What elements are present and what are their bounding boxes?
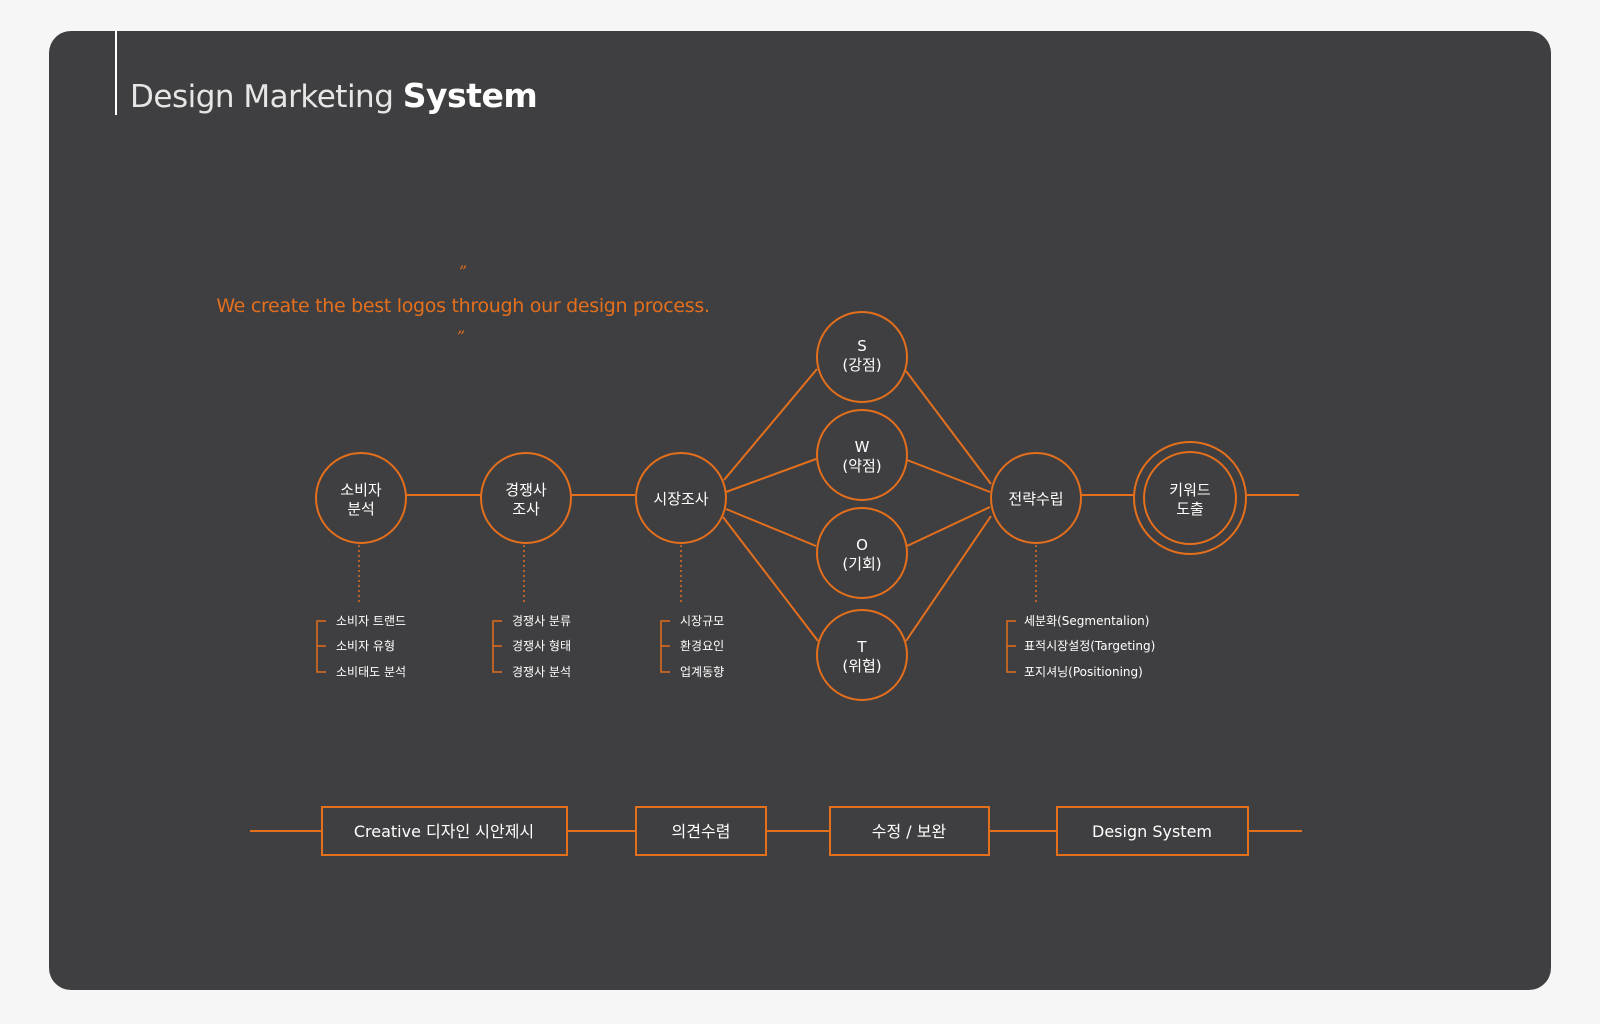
tagline-close-quote: ” (457, 327, 465, 346)
node-competitor-label-1: 경쟁사 (505, 481, 547, 499)
node-s-circle (816, 311, 908, 403)
pipeline-box-revision (829, 806, 990, 856)
node-keyword-label-2: 도출 (1176, 500, 1204, 518)
node-o-label-2: (기회) (842, 555, 881, 573)
pipeline-box-feedback (635, 806, 767, 856)
node-w-circle (816, 409, 908, 501)
node-strategy-label: 전략수립 (1008, 490, 1063, 508)
detail-market-3: 업계동향 (680, 665, 724, 679)
detail-strategy-3: 포지셔닝(Positioning) (1024, 665, 1143, 679)
node-o-circle (816, 507, 908, 599)
node-t-label-1: T (856, 638, 867, 656)
title-accent-bar (115, 31, 117, 115)
page-title: Design Marketing System (130, 76, 538, 115)
detail-strategy-2: 표적시장설정(Targeting) (1024, 639, 1155, 653)
detail-strategy-1: 세분화(Segmentalion) (1024, 614, 1149, 628)
detail-competitor-3: 경쟁사 분석 (512, 665, 571, 679)
node-competitor-circle (480, 452, 572, 544)
node-consumer-circle (315, 452, 407, 544)
node-strategy-circle (990, 452, 1082, 544)
pipeline-box-system (1056, 806, 1249, 856)
node-consumer-label-2: 분석 (347, 500, 375, 518)
connector-w-strategy (906, 459, 991, 493)
connector-market-o (725, 508, 817, 547)
detail-consumer-1: 소비자 트랜드 (336, 614, 406, 628)
node-w-label-1: W (855, 438, 870, 456)
bracket-competitor (492, 620, 502, 673)
node-market-label: 시장조사 (653, 490, 708, 508)
bracket-strategy (1006, 620, 1016, 673)
node-keyword-inner-circle (1143, 451, 1237, 545)
node-consumer-label-1: 소비자 (340, 481, 382, 499)
node-s-label-2: (강점) (842, 356, 881, 374)
pipeline-label-system: Design System (1092, 822, 1212, 841)
node-t-label-2: (위협) (842, 657, 881, 675)
connector-market-w (725, 458, 817, 493)
connector-t-strategy (905, 515, 992, 642)
bracket-market (660, 620, 670, 673)
detail-consumer-2: 소비자 유형 (336, 639, 395, 653)
node-keyword-outer-circle (1133, 441, 1247, 555)
connector-s-strategy (905, 370, 992, 485)
detail-competitor-2: 경쟁사 형태 (512, 639, 571, 653)
tagline-text: We create the best logos through our des… (216, 295, 709, 317)
tagline-open-quote: ” (459, 262, 467, 281)
node-o-label-1: O (856, 536, 868, 554)
node-competitor-label-2: 조사 (512, 500, 540, 518)
node-s-label-1: S (857, 337, 867, 355)
detail-competitor-1: 경쟁사 분류 (512, 614, 571, 628)
pipeline-box-creative (321, 806, 568, 856)
detail-consumer-3: 소비태도 분석 (336, 665, 406, 679)
bracket-consumer (316, 620, 326, 673)
page-title-bold: System (402, 76, 538, 115)
node-w-label-2: (약점) (842, 457, 881, 475)
pipeline-label-creative: Creative 디자인 시안제시 (354, 822, 534, 841)
page-title-light: Design Marketing (130, 79, 394, 115)
pipeline-label-revision: 수정 / 보완 (872, 822, 947, 841)
node-t-circle (816, 609, 908, 701)
detail-market-1: 시장규모 (680, 614, 724, 628)
detail-market-2: 환경요인 (680, 639, 724, 653)
node-market-circle (635, 452, 727, 544)
connector-market-t (722, 516, 819, 642)
node-keyword-label-1: 키워드 (1169, 481, 1211, 499)
connector-market-s (723, 368, 818, 481)
connector-o-strategy (906, 506, 991, 547)
pipeline-label-feedback: 의견수렴 (672, 822, 731, 841)
